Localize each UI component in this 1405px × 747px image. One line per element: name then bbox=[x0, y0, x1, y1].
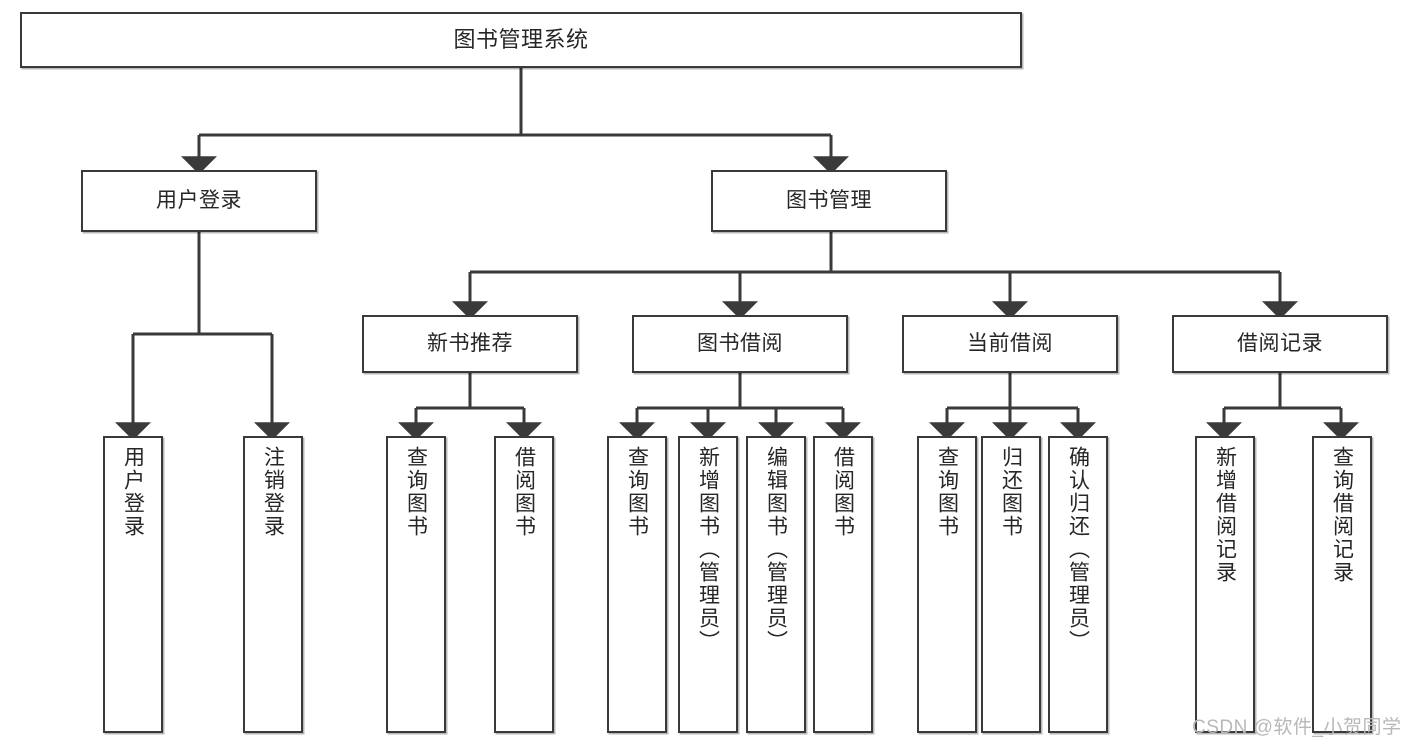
node-current-borrow[interactable]: 当前借阅 bbox=[902, 315, 1118, 373]
node-book-management[interactable]: 图书管理 bbox=[711, 170, 947, 232]
node-label: 编辑图书（管理员） bbox=[764, 446, 788, 653]
node-label: 查询图书 bbox=[625, 446, 649, 538]
node-label: 新增借阅记录 bbox=[1213, 446, 1237, 584]
node-label: 注销登录 bbox=[261, 446, 285, 538]
node-leaf-borrow-book[interactable]: 借阅图书 bbox=[813, 436, 873, 733]
node-leaf-query-book-borrow[interactable]: 查询图书 bbox=[607, 436, 667, 733]
node-label: 借阅记录 bbox=[1237, 332, 1323, 356]
node-leaf-query-book-current[interactable]: 查询图书 bbox=[917, 436, 977, 733]
node-borrow-record[interactable]: 借阅记录 bbox=[1172, 315, 1388, 373]
node-label: 确认归还（管理员） bbox=[1066, 446, 1090, 653]
csdn-watermark: CSDN @软件_小贺同学 bbox=[1192, 717, 1402, 738]
node-label: 查询图书 bbox=[935, 446, 959, 538]
node-new-book-recommend[interactable]: 新书推荐 bbox=[362, 315, 578, 373]
node-leaf-user-login[interactable]: 用户登录 bbox=[103, 436, 163, 733]
node-leaf-query-book-recommend[interactable]: 查询图书 bbox=[386, 436, 446, 733]
node-label: 借阅图书 bbox=[831, 446, 855, 538]
node-leaf-borrow-book-recommend[interactable]: 借阅图书 bbox=[494, 436, 554, 733]
node-user-login[interactable]: 用户登录 bbox=[81, 170, 317, 232]
node-leaf-add-book-admin[interactable]: 新增图书（管理员） bbox=[678, 436, 738, 733]
node-label: 新书推荐 bbox=[427, 332, 513, 356]
node-book-borrow[interactable]: 图书借阅 bbox=[632, 315, 848, 373]
node-label: 查询图书 bbox=[404, 446, 428, 538]
node-label: 查询借阅记录 bbox=[1330, 446, 1354, 584]
node-label: 图书借阅 bbox=[697, 332, 783, 356]
node-label: 图书管理 bbox=[786, 189, 872, 213]
node-label: 归还图书 bbox=[999, 446, 1023, 538]
node-leaf-user-logout[interactable]: 注销登录 bbox=[243, 436, 303, 733]
node-label: 用户登录 bbox=[156, 189, 242, 213]
node-leaf-return-book[interactable]: 归还图书 bbox=[981, 436, 1041, 733]
node-leaf-query-borrow-record[interactable]: 查询借阅记录 bbox=[1312, 436, 1372, 733]
node-label: 图书管理系统 bbox=[453, 26, 589, 52]
node-label: 新增图书（管理员） bbox=[696, 446, 720, 653]
node-label: 用户登录 bbox=[121, 446, 145, 538]
node-label: 当前借阅 bbox=[967, 332, 1053, 356]
node-leaf-edit-book-admin[interactable]: 编辑图书（管理员） bbox=[746, 436, 806, 733]
node-label: 借阅图书 bbox=[512, 446, 536, 538]
node-root-system[interactable]: 图书管理系统 bbox=[20, 12, 1022, 68]
node-leaf-confirm-return-admin[interactable]: 确认归还（管理员） bbox=[1048, 436, 1108, 733]
node-leaf-add-borrow-record[interactable]: 新增借阅记录 bbox=[1195, 436, 1255, 733]
